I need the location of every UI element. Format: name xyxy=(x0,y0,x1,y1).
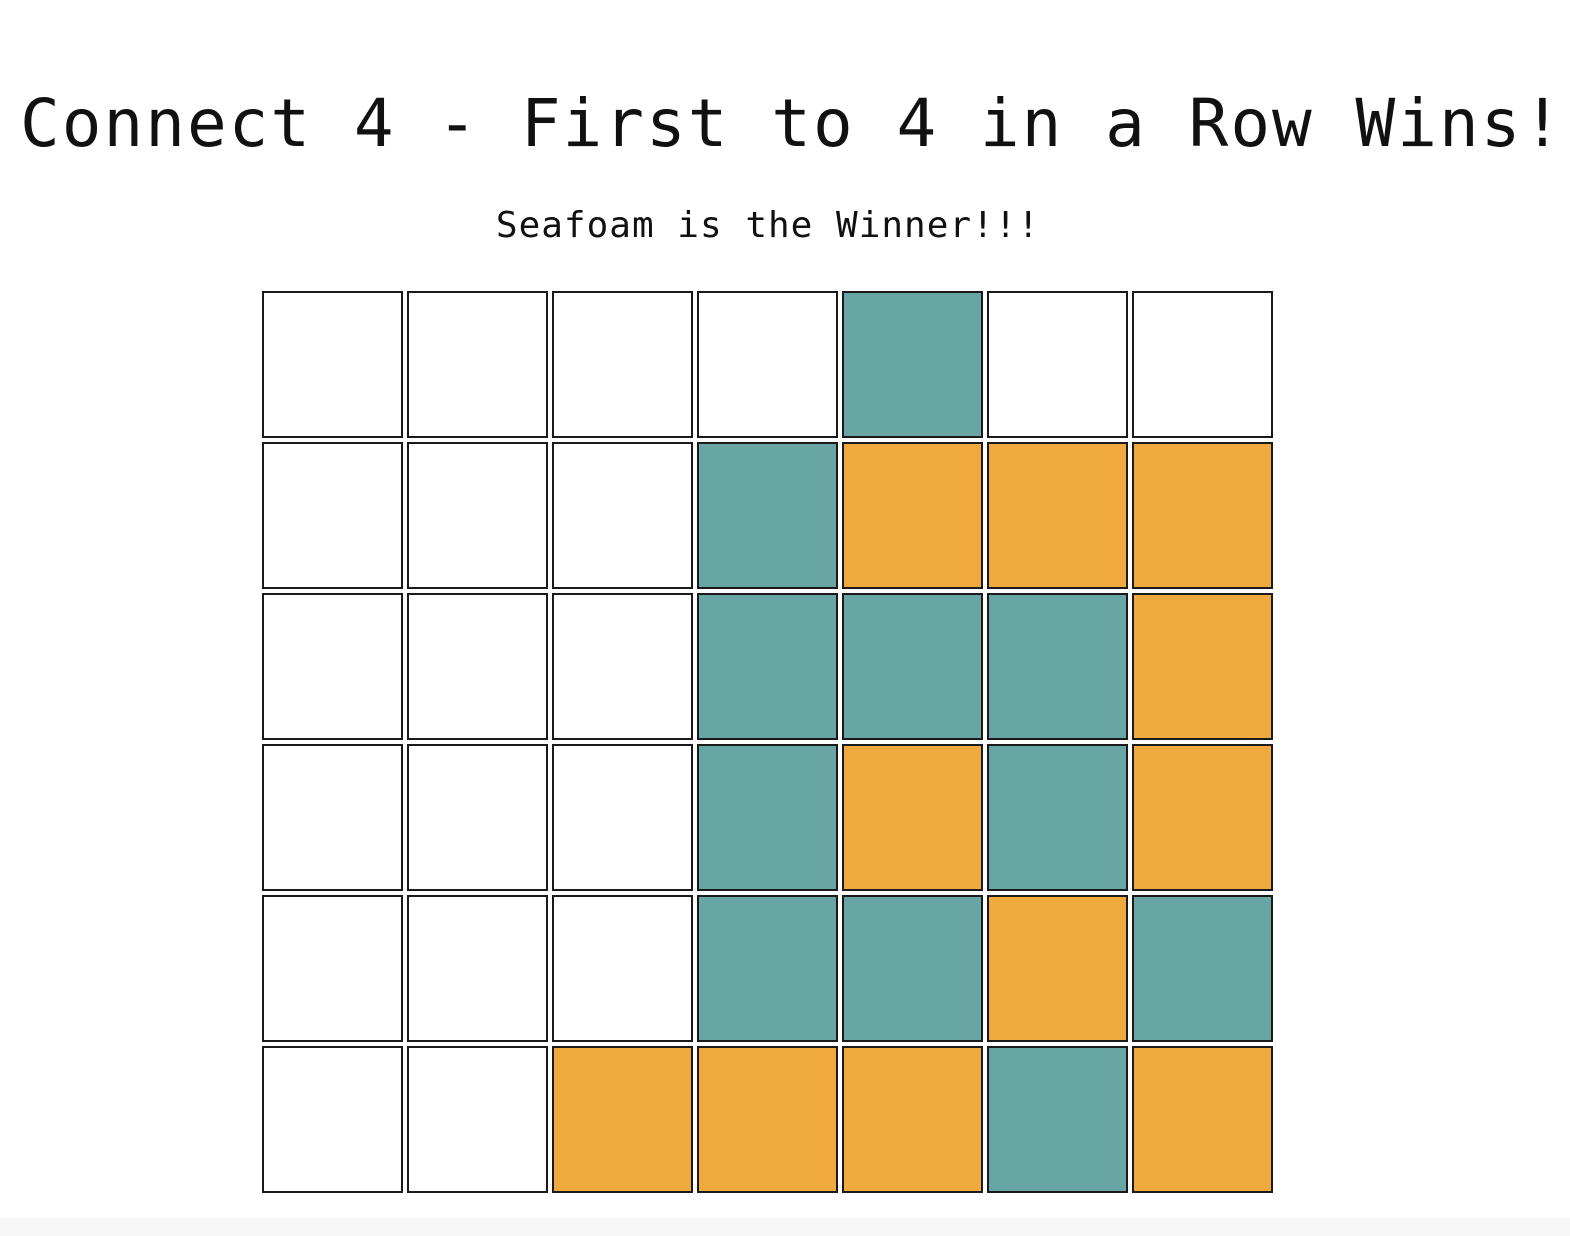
board-cell-r3-c3[interactable] xyxy=(552,593,693,740)
board-cell-r6-c7[interactable] xyxy=(1132,1046,1273,1193)
board-cell-r5-c3[interactable] xyxy=(552,895,693,1042)
board-cell-r4-c7[interactable] xyxy=(1132,744,1273,891)
board-cell-r5-c2[interactable] xyxy=(407,895,548,1042)
winner-status: Seafoam is the Winner!!! xyxy=(495,205,1041,246)
board-cell-r1-c7[interactable] xyxy=(1132,291,1273,438)
board-cell-r2-c5[interactable] xyxy=(842,442,983,589)
board-cell-r4-c3[interactable] xyxy=(552,744,693,891)
board-cell-r2-c6[interactable] xyxy=(987,442,1128,589)
board-cell-r3-c2[interactable] xyxy=(407,593,548,740)
board-cell-r1-c4[interactable] xyxy=(697,291,838,438)
board-cell-r5-c5[interactable] xyxy=(842,895,983,1042)
board-cell-r3-c4[interactable] xyxy=(697,593,838,740)
board-cell-r4-c2[interactable] xyxy=(407,744,548,891)
board-cell-r5-c6[interactable] xyxy=(987,895,1128,1042)
board-cell-r6-c5[interactable] xyxy=(842,1046,983,1193)
board-cell-r6-c1[interactable] xyxy=(262,1046,403,1193)
page-title: Connect 4 - First to 4 in a Row Wins! xyxy=(20,85,1565,163)
board-cell-r6-c3[interactable] xyxy=(552,1046,693,1193)
board-cell-r2-c2[interactable] xyxy=(407,442,548,589)
board-cell-r1-c6[interactable] xyxy=(987,291,1128,438)
board-cell-r5-c1[interactable] xyxy=(262,895,403,1042)
board-cell-r2-c4[interactable] xyxy=(697,442,838,589)
board-cell-r3-c6[interactable] xyxy=(987,593,1128,740)
board-cell-r4-c1[interactable] xyxy=(262,744,403,891)
board-cell-r2-c1[interactable] xyxy=(262,442,403,589)
board-cell-r2-c3[interactable] xyxy=(552,442,693,589)
board-cell-r1-c1[interactable] xyxy=(262,291,403,438)
board-cell-r4-c6[interactable] xyxy=(987,744,1128,891)
board-cell-r5-c4[interactable] xyxy=(697,895,838,1042)
board-cell-r4-c4[interactable] xyxy=(697,744,838,891)
board-cell-r6-c6[interactable] xyxy=(987,1046,1128,1193)
board-cell-r1-c2[interactable] xyxy=(407,291,548,438)
board-cell-r5-c7[interactable] xyxy=(1132,895,1273,1042)
board-cell-r1-c5[interactable] xyxy=(842,291,983,438)
board-cell-r3-c1[interactable] xyxy=(262,593,403,740)
game-board xyxy=(262,291,1276,1201)
page-bottom-strip xyxy=(0,1218,1570,1236)
board-cell-r4-c5[interactable] xyxy=(842,744,983,891)
board-cell-r6-c4[interactable] xyxy=(697,1046,838,1193)
board-cell-r6-c2[interactable] xyxy=(407,1046,548,1193)
board-cell-r3-c5[interactable] xyxy=(842,593,983,740)
board-cell-r1-c3[interactable] xyxy=(552,291,693,438)
board-cell-r3-c7[interactable] xyxy=(1132,593,1273,740)
board-cell-r2-c7[interactable] xyxy=(1132,442,1273,589)
